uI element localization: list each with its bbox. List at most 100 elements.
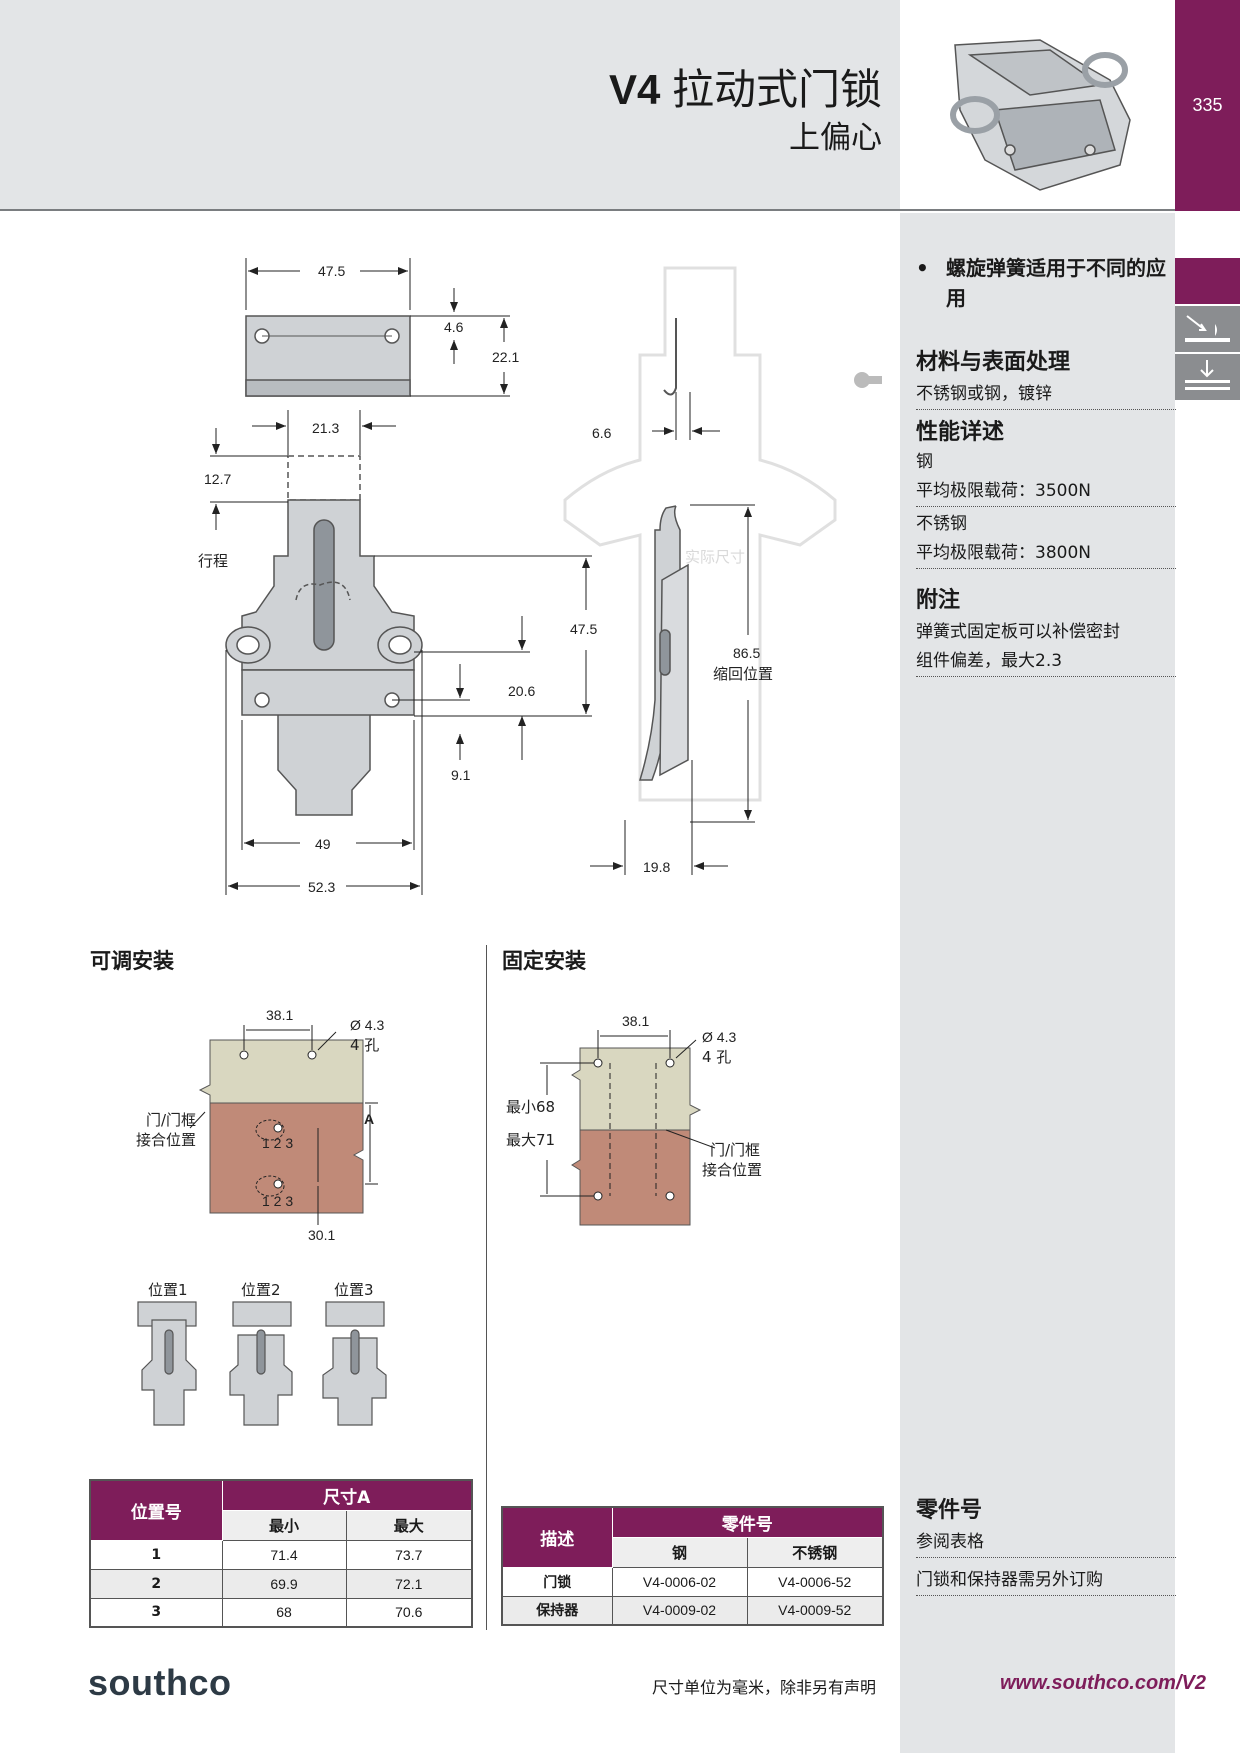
row-max: 73.7 <box>345 1539 473 1570</box>
actual-size-label: 实际尺寸 <box>685 548 745 566</box>
pos1-label: 位置1 <box>148 1281 188 1299</box>
dim-4-6: 4.6 <box>444 319 464 335</box>
notes-text-2: 组件偏差，最大2.3 <box>916 647 1176 677</box>
pos2-label: 位置2 <box>241 1281 281 1299</box>
steel-load: 平均极限载荷：3500N <box>916 477 1176 507</box>
stainless-label: 不锈钢 <box>916 514 967 534</box>
stroke-label: 行程 <box>198 552 228 570</box>
dim-19-8: 19.8 <box>643 859 670 875</box>
row-stainless: V4-0009-52 <box>746 1595 884 1626</box>
col-max: 最大 <box>345 1509 473 1541</box>
table-row: 门锁 V4-0006-02 V4-0006-52 <box>501 1566 884 1597</box>
brand-strip <box>1175 0 1240 211</box>
page-number: 335 <box>1192 95 1223 115</box>
table-row: 保持器 V4-0009-02 V4-0009-52 <box>501 1595 884 1626</box>
fixed-max-label: 最大71 <box>506 1131 555 1149</box>
adj-hole-dia: Ø 4.3 <box>350 1017 384 1033</box>
adj-offset-dim: 30.1 <box>308 1227 335 1243</box>
units-note: 尺寸单位为毫米，除非另有声明 <box>652 1678 877 1697</box>
fixed-door-panel <box>571 1047 702 1131</box>
row-pos: 1 <box>89 1539 223 1570</box>
adjustable-mount-drawing: 38.1 Ø 4.3 4 孔 门/门框 接合位置 A 1 2 3 1 2 3 3… <box>136 1007 384 1243</box>
row-desc: 门锁 <box>501 1566 613 1597</box>
notes-text-1: 弹簧式固定板可以补偿密封 <box>916 622 1120 642</box>
row-pos: 2 <box>89 1568 223 1599</box>
position-table: 位置号 尺寸A 最小 最大 1 71.4 73.7 2 69.9 72.1 3 … <box>89 1479 473 1628</box>
notes-section: 附注 弹簧式固定板可以补偿密封 组件偏差，最大2.3 <box>916 582 1176 677</box>
fixed-spacing-dim: 38.1 <box>622 1013 649 1029</box>
fixed-heading: 固定安装 <box>502 949 586 973</box>
dim-86-5: 86.5 <box>733 645 760 661</box>
notes-heading: 附注 <box>916 588 961 613</box>
fixed-frame-panel <box>571 1129 691 1226</box>
fixed-door-frame-1: 门/门框 <box>710 1141 760 1159</box>
steel-label: 钢 <box>916 452 933 472</box>
row-max: 70.6 <box>345 1597 473 1628</box>
mount-down-icon <box>1185 360 1230 390</box>
mount-icon-tab[interactable] <box>1175 354 1240 400</box>
fixed-min-label: 最小68 <box>506 1098 555 1116</box>
adj-positions-lower: 1 2 3 <box>262 1193 293 1209</box>
dim-21-3: 21.3 <box>312 420 339 436</box>
dimension-arrows <box>212 267 752 890</box>
dim-20-6: 20.6 <box>508 683 535 699</box>
material-section: 材料与表面处理 不锈钢或钢，镀锌 <box>916 344 1176 410</box>
latch-body <box>225 455 423 816</box>
performance-heading: 性能详述 <box>916 420 1005 445</box>
part-no-heading: 零件号 <box>916 1498 983 1523</box>
row-desc: 保持器 <box>501 1595 613 1626</box>
sidebar <box>900 213 1175 1753</box>
fixed-mount-drawing: 38.1 Ø 4.3 4 孔 最小68 最大71 门/门框 接合位置 <box>506 1013 762 1226</box>
table-row: 2 69.9 72.1 <box>89 1568 473 1599</box>
col-stainless: 不锈钢 <box>746 1536 884 1568</box>
row-steel: V4-0006-02 <box>611 1566 748 1597</box>
pos3-label: 位置3 <box>334 1281 374 1299</box>
feature-icon-tab[interactable] <box>1175 306 1240 352</box>
col-part-no: 零件号 <box>611 1506 884 1538</box>
frame-panel <box>209 1102 364 1214</box>
dim-49: 49 <box>315 836 331 852</box>
feature-bullet: •螺旋弹簧适用于不同的应用 <box>916 256 1166 310</box>
row-pos: 3 <box>89 1597 223 1628</box>
pos1-thumb <box>137 1301 197 1426</box>
retracted-label: 缩回位置 <box>713 665 773 683</box>
adj-spacing-dim: 38.1 <box>266 1007 293 1023</box>
keeper-plate <box>245 315 411 397</box>
dim-22-1: 22.1 <box>492 349 519 365</box>
row-min: 69.9 <box>221 1568 347 1599</box>
pos3-thumb <box>322 1301 387 1426</box>
table-row: 3 68 70.6 <box>89 1597 473 1628</box>
fixed-hole-dia: Ø 4.3 <box>702 1029 736 1045</box>
pos2-thumb <box>229 1301 293 1426</box>
spring-weather-icon <box>1185 315 1230 342</box>
website-link[interactable]: www.southco.com/V2 <box>1000 1672 1206 1694</box>
row-steel: V4-0009-02 <box>611 1595 748 1626</box>
part-number-table: 描述 零件号 钢 不锈钢 门锁 V4-0006-02 V4-0006-52 保持… <box>501 1506 884 1626</box>
adj-door-frame-2: 接合位置 <box>136 1131 196 1149</box>
latch-dimension-drawing: 实际尺寸 <box>198 258 882 895</box>
dim-52-3: 52.3 <box>308 879 335 895</box>
performance-section: 性能详述 钢 平均极限载荷：3500N 不锈钢 平均极限载荷：3800N <box>916 414 1176 569</box>
part-no-see: 参阅表格 <box>916 1528 1176 1558</box>
page-subtitle: 上偏心 <box>789 120 882 155</box>
gray-dot-tail <box>862 376 882 384</box>
adjustable-heading: 可调安装 <box>90 949 174 973</box>
adj-dim-a: A <box>364 1111 374 1127</box>
col-desc: 描述 <box>501 1506 613 1568</box>
dim-6-6: 6.6 <box>592 425 612 441</box>
material-heading: 材料与表面处理 <box>916 350 1071 375</box>
col-steel: 钢 <box>611 1536 748 1568</box>
col-dim-a: 尺寸A <box>221 1479 473 1511</box>
row-min: 68 <box>221 1597 347 1628</box>
row-stainless: V4-0006-52 <box>746 1566 884 1597</box>
part-no-note: 门锁和保持器需另外订购 <box>916 1566 1176 1596</box>
row-max: 72.1 <box>345 1568 473 1599</box>
section-tab-active[interactable] <box>1175 258 1240 304</box>
section-divider <box>486 945 487 1630</box>
page-title: V4 拉动式门锁 <box>608 66 882 113</box>
adj-positions-upper: 1 2 3 <box>262 1135 293 1151</box>
fixed-hole-count: 4 孔 <box>702 1048 731 1066</box>
table-row: 1 71.4 73.7 <box>89 1539 473 1570</box>
material-text: 不锈钢或钢，镀锌 <box>916 380 1176 410</box>
dim-47-5-top: 47.5 <box>318 263 345 279</box>
